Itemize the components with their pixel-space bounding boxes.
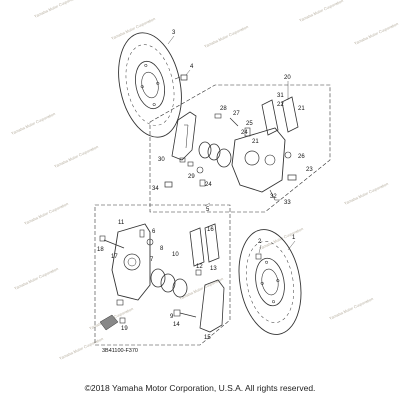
callout-13: 13 (210, 266, 217, 272)
callout-27: 27 (233, 111, 240, 117)
callout-16: 16 (207, 227, 214, 233)
rear-brake-disc-upper (118, 32, 182, 138)
callout-26: 26 (298, 154, 305, 160)
callout-34: 34 (152, 186, 159, 192)
front-caliper-assembly-frame (94, 204, 231, 346)
callout-20: 20 (284, 75, 291, 81)
callout-1: 1 (292, 235, 296, 241)
caliper-pistons-lower (150, 268, 188, 298)
callout-25: 25 (246, 121, 253, 127)
hardware-upper (164, 113, 297, 201)
watermark: Yamaha Motor Corporation (58, 336, 104, 361)
callout-9: 9 (170, 314, 174, 320)
caliper-bracket-lower (199, 279, 225, 333)
watermark: Yamaha Motor Corporation (298, 0, 344, 23)
caliper-pistons-upper (198, 141, 232, 168)
brake-pads-lower (189, 223, 220, 267)
callout-4: 4 (190, 64, 194, 70)
callout-28: 28 (220, 106, 227, 112)
watermark: Yamaha Motor Corporation (53, 144, 99, 169)
callout-10: 10 (172, 252, 179, 258)
front-brake-disc-lower (238, 229, 302, 335)
hardware-lower (99, 229, 202, 331)
callout-2: 2 (258, 239, 262, 245)
callout-30: 30 (158, 157, 165, 163)
rear-caliper-assembly-frame (149, 84, 331, 213)
watermark: Yamaha Motor Corporation (353, 21, 399, 46)
watermark: Yamaha Motor Corporation (110, 16, 156, 41)
watermark-group: Yamaha Motor Corporation Yamaha Motor Co… (10, 0, 399, 361)
callout-6: 6 (152, 229, 156, 235)
watermark: Yamaha Motor Corporation (23, 201, 69, 226)
callout-14: 14 (173, 322, 180, 328)
callout-11: 11 (118, 220, 125, 226)
copyright-footer: ©2018 Yamaha Motor Corporation, U.S.A. A… (84, 383, 316, 393)
callout-21: 21 (298, 106, 305, 112)
caliper-body-upper (231, 127, 286, 193)
diagram-part-code: 3B41100-F370 (102, 348, 138, 354)
callout-labels: 3 4 20 31 22 21 28 27 25 24 21 30 29 24 … (97, 30, 313, 341)
caliper-body-lower (111, 223, 151, 301)
callout-23: 23 (306, 167, 313, 173)
callout-33: 33 (284, 200, 291, 206)
callout-31: 31 (277, 93, 284, 99)
watermark: Yamaha Motor Corporation (10, 111, 56, 136)
callout-29: 29 (188, 174, 195, 180)
watermark: Yamaha Motor Corporation (13, 266, 59, 291)
callout-21b: 21 (252, 139, 259, 145)
disc-bolt-lower (255, 253, 262, 260)
watermark: Yamaha Motor Corporation (178, 276, 224, 301)
callout-12: 12 (196, 264, 203, 270)
callout-22: 22 (277, 102, 284, 108)
brake-pads-upper (261, 96, 299, 136)
callout-5: 5 (206, 207, 210, 213)
watermark: Yamaha Motor Corporation (328, 296, 374, 321)
callout-18: 18 (97, 247, 104, 253)
watermark: Yamaha Motor Corporation (203, 24, 249, 49)
callout-15: 15 (204, 335, 211, 341)
callout-24b: 24 (205, 182, 212, 188)
leader-lines (167, 35, 296, 254)
callout-8: 8 (160, 246, 164, 252)
callout-7: 7 (150, 257, 154, 263)
callout-3: 3 (172, 30, 176, 36)
caliper-bracket-upper (171, 111, 197, 161)
disc-bolt (174, 74, 188, 81)
callout-19: 19 (121, 326, 128, 332)
watermark: Yamaha Motor Corporation (33, 0, 79, 19)
callout-32: 32 (270, 194, 277, 200)
callout-17: 17 (111, 254, 118, 260)
watermark: Yamaha Motor Corporation (343, 181, 389, 206)
callout-24: 24 (241, 130, 248, 136)
